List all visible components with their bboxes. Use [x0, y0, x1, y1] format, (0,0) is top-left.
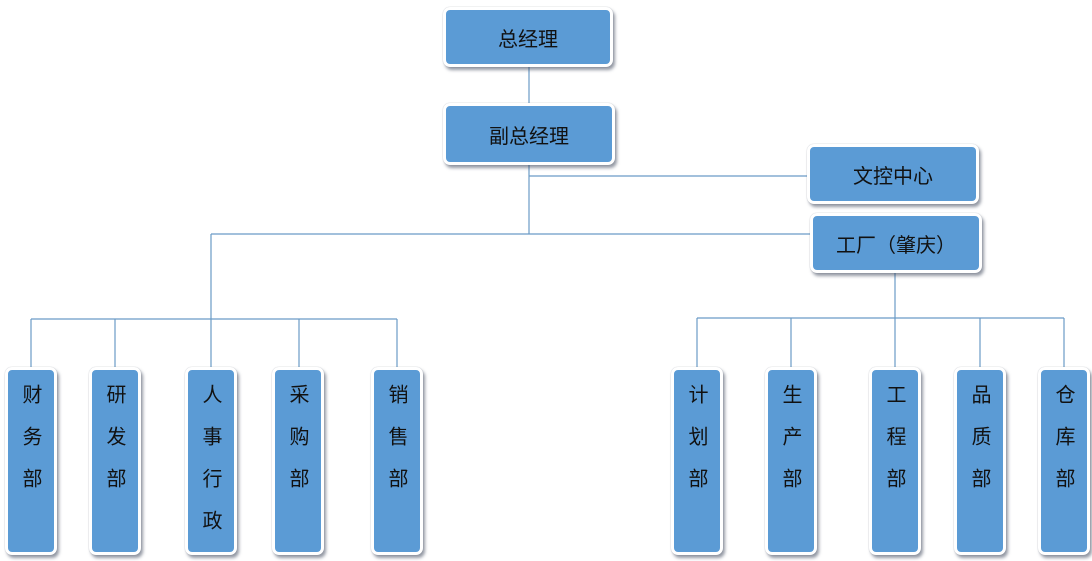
dept-purchasing: 采购部 [272, 367, 324, 555]
node-document-control-center: 文控中心 [807, 144, 979, 204]
dept-planning: 计划部 [671, 367, 723, 555]
dept-label: 工程部 [883, 384, 907, 510]
dept-engineering: 工程部 [869, 367, 921, 555]
dept-label: 计划部 [685, 384, 709, 510]
dept-label: 仓库部 [1052, 384, 1076, 510]
dept-warehouse: 仓库部 [1038, 367, 1090, 555]
dept-finance: 财务部 [5, 367, 57, 555]
node-label: 文控中心 [853, 163, 933, 188]
node-deputy-general-manager: 副总经理 [443, 103, 615, 165]
node-general-manager: 总经理 [443, 7, 613, 67]
dept-label: 研发部 [103, 384, 127, 510]
dept-production: 生产部 [765, 367, 817, 555]
dept-rnd: 研发部 [89, 367, 141, 555]
dept-hr-admin: 人事行政 [185, 367, 237, 555]
dept-label: 品质部 [968, 384, 992, 510]
node-label: 副总经理 [489, 123, 569, 148]
dept-label: 人事行政 [199, 384, 223, 552]
node-label: 工厂（肇庆） [836, 232, 956, 257]
node-factory-zhaoqing: 工厂（肇庆） [810, 213, 982, 273]
dept-label: 财务部 [19, 384, 43, 510]
dept-label: 销售部 [385, 384, 409, 510]
dept-label: 生产部 [779, 384, 803, 510]
dept-sales: 销售部 [371, 367, 423, 555]
dept-quality: 品质部 [954, 367, 1006, 555]
dept-label: 采购部 [286, 384, 310, 510]
node-label: 总经理 [498, 26, 558, 51]
